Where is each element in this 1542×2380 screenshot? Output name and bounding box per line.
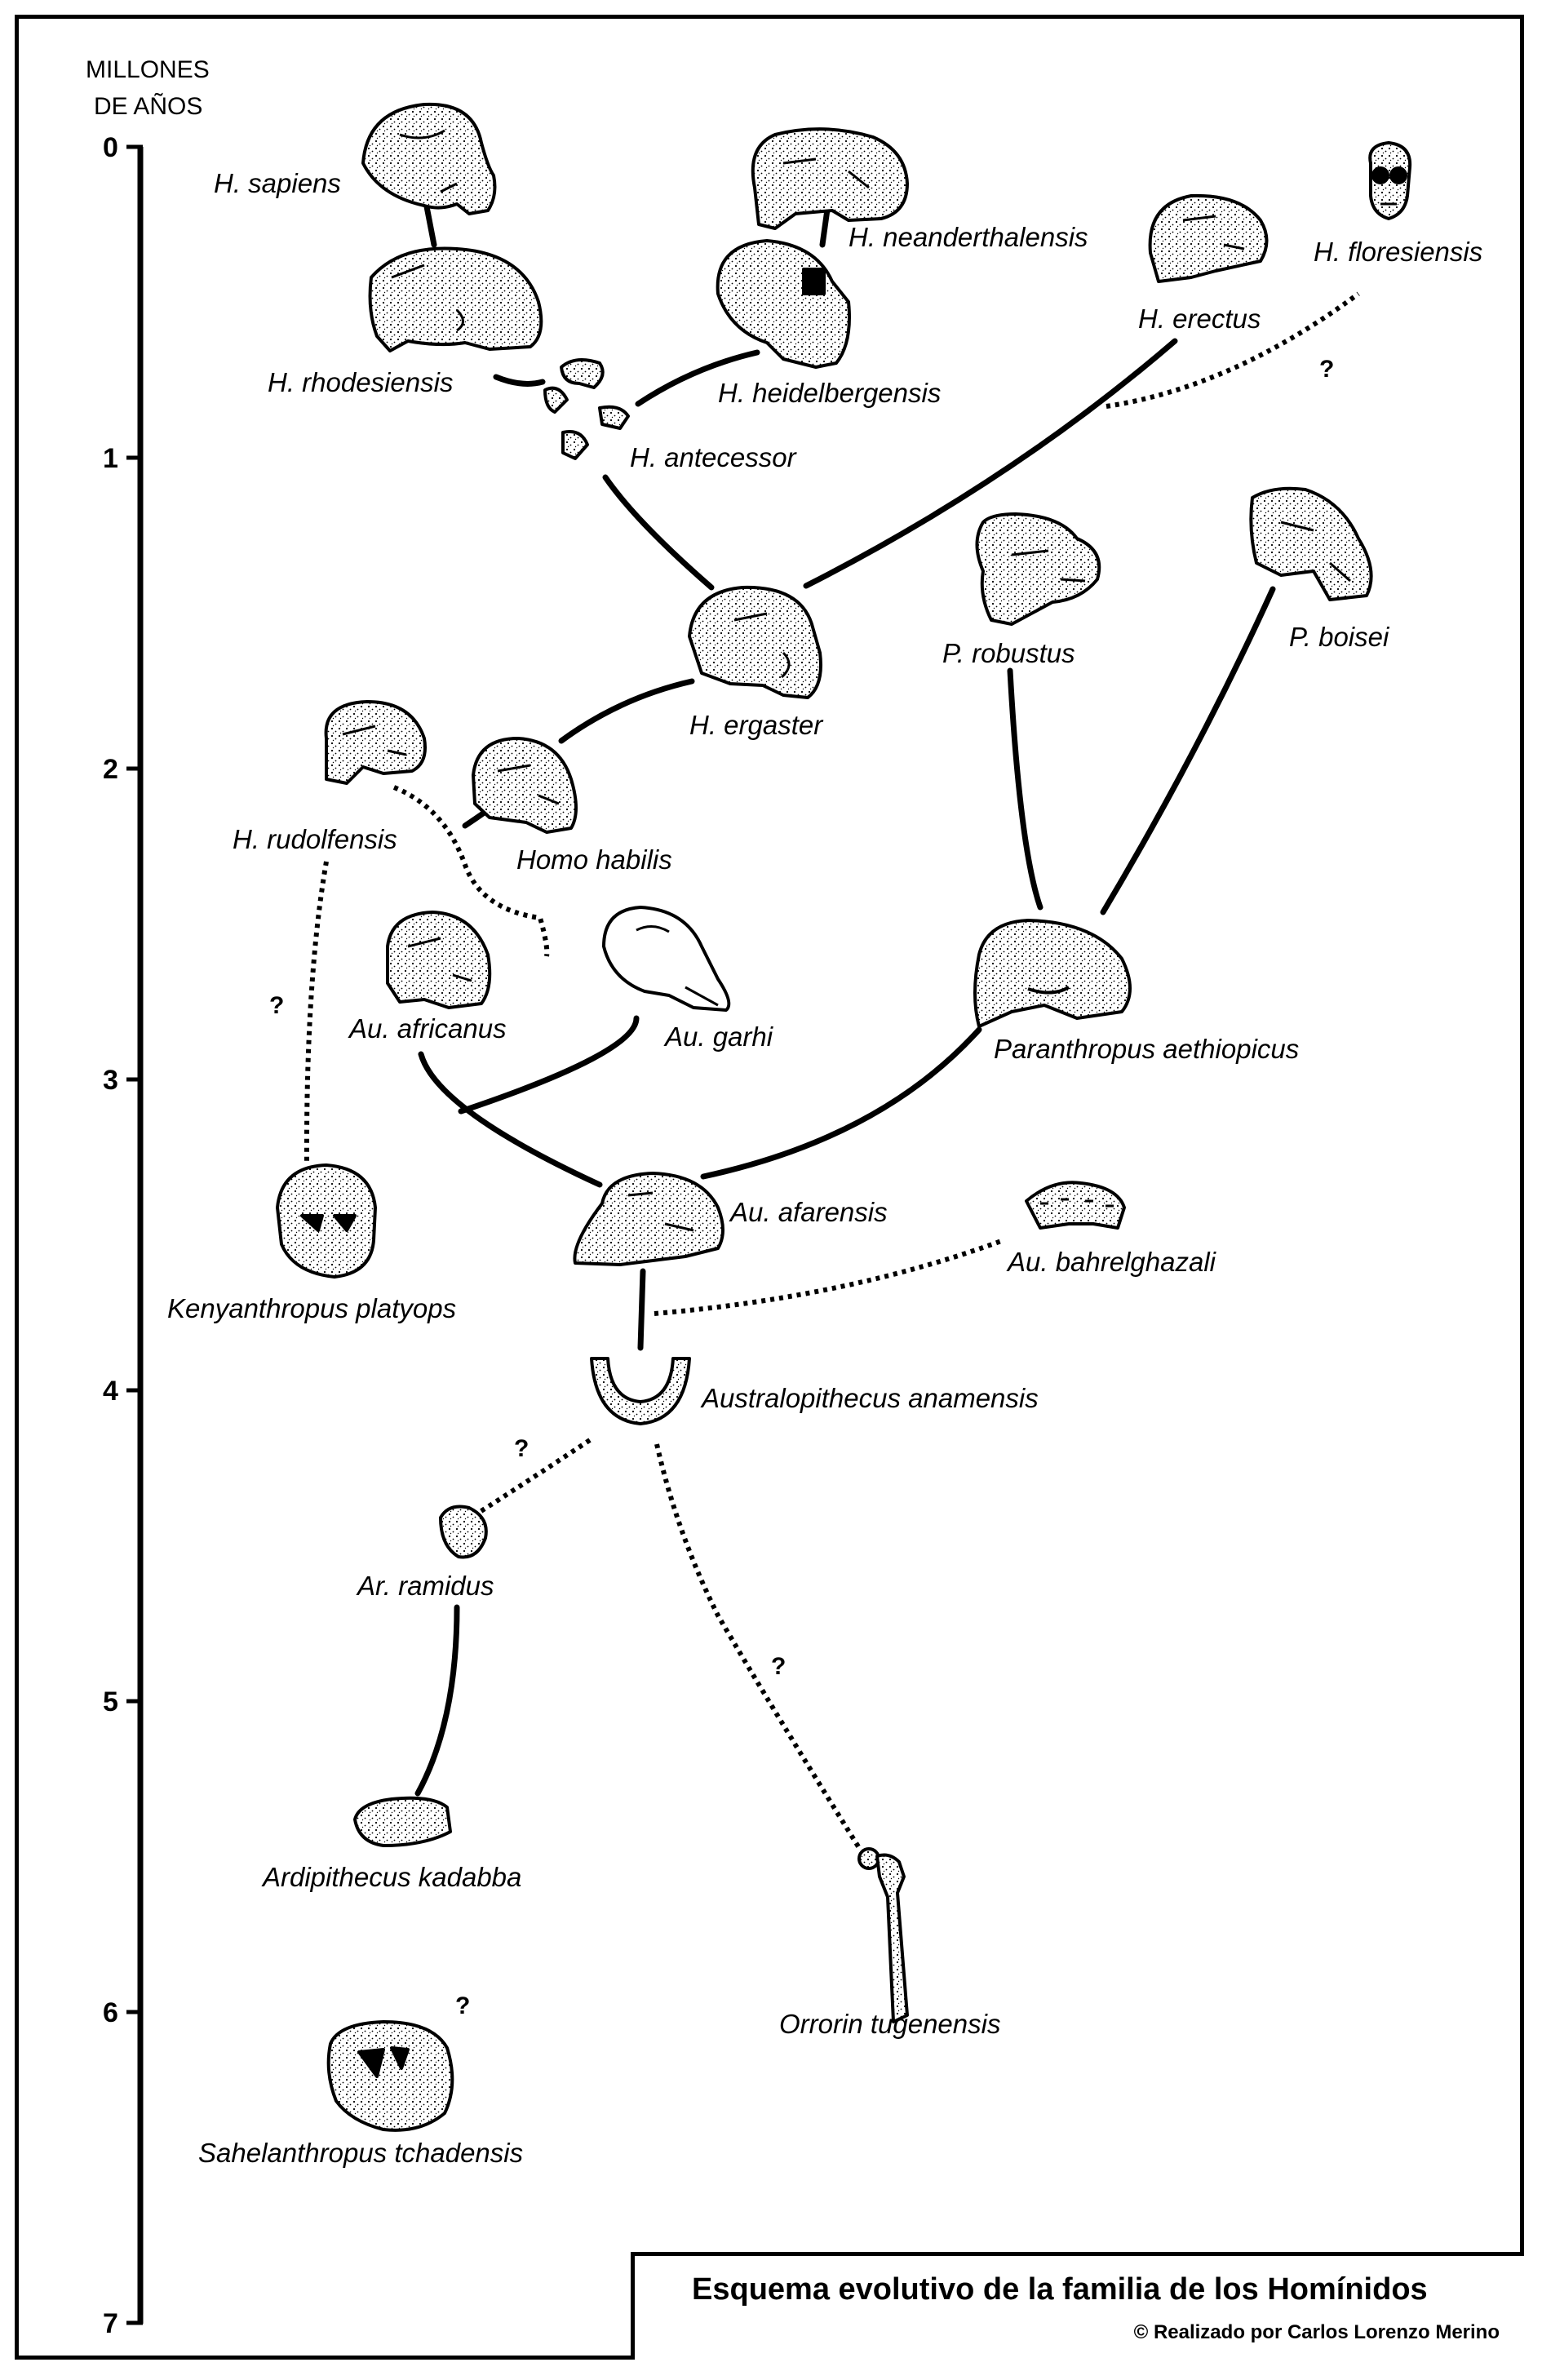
label-au-africanus: Au. africanus — [348, 1013, 507, 1044]
au-afarensis-skull-icon — [573, 1172, 724, 1266]
connector-rudolfensis-base — [392, 785, 550, 957]
tick-label-6: 6 — [103, 1997, 118, 2028]
label-au-bahrelghazali: Au. bahrelghazali — [1006, 1247, 1217, 1277]
taxon-labels: H. sapiens H. neanderthalensis H. flores… — [167, 168, 1482, 2168]
time-axis: MILLONES DE AÑOS 0 1 2 3 4 5 6 — [86, 56, 210, 2339]
label-p-robustus: P. robustus — [942, 638, 1075, 668]
question-mark: ? — [771, 1653, 786, 1680]
axis-ticks — [126, 144, 143, 2325]
connector-habilis-ergaster — [558, 678, 695, 744]
question-mark: ? — [514, 1435, 529, 1462]
h-antecessor-fossil-icon — [543, 358, 630, 460]
h-erectus-skull-icon — [1148, 193, 1269, 283]
connector-ergaster-erectus — [803, 338, 1178, 589]
dotted-connectors — [304, 291, 1360, 1852]
connector-robustus-aethiopicus — [1007, 667, 1044, 911]
label-ardipithecus-kadabba: Ardipithecus kadabba — [261, 1862, 521, 1892]
connector-anamensis-orrorin — [654, 1443, 863, 1852]
connector-rhodesiensis-antecessor — [493, 374, 546, 387]
h-floresiensis-skull-icon — [1368, 141, 1412, 220]
sahelanthropus-skull-icon — [326, 2020, 454, 2132]
connector-aethiopicus-afarensis — [700, 1026, 982, 1180]
h-ergaster-skull-icon — [688, 585, 822, 699]
label-kenyanthropus-platyops: Kenyanthropus platyops — [167, 1293, 456, 1323]
uncertainty-marks: ? ? ? ? ? — [269, 356, 1334, 2019]
label-h-erectus: H. erectus — [1138, 304, 1261, 334]
label-au-afarensis: Au. afarensis — [729, 1197, 888, 1227]
connector-anamensis-ramidus — [476, 1438, 592, 1516]
tick-label-0: 0 — [103, 132, 118, 163]
label-au-garhi: Au. garhi — [663, 1022, 774, 1052]
label-h-rudolfensis: H. rudolfensis — [233, 824, 397, 854]
label-h-ergaster: H. ergaster — [689, 710, 824, 740]
solid-connectors — [414, 183, 1276, 1797]
axis-title-line1: MILLONES — [86, 56, 210, 83]
h-neanderthalensis-skull-icon — [751, 127, 909, 230]
ardipithecus-kadabba-fossil-icon — [353, 1796, 452, 1847]
h-rudolfensis-skull-icon — [324, 700, 427, 785]
axis-title-line2: DE AÑOS — [94, 92, 202, 120]
label-h-neanderthalensis: H. neanderthalensis — [849, 222, 1088, 252]
label-h-antecessor: H. antecessor — [630, 442, 798, 472]
diagram-title: Esquema evolutivo de la familia de los H… — [692, 2272, 1428, 2307]
au-anamensis-mandible-icon — [590, 1357, 691, 1425]
tick-label-4: 4 — [103, 1376, 118, 1407]
connector-africanus-afarensis — [418, 1051, 603, 1188]
label-sahelanthropus-tchadensis: Sahelanthropus tchadensis — [198, 2138, 523, 2168]
connector-ramidus-kadabba — [414, 1604, 460, 1797]
p-boisei-skull-icon — [1249, 486, 1373, 601]
h-rhodesiensis-skull-icon — [368, 246, 543, 352]
label-h-rhodesiensis: H. rhodesiensis — [268, 367, 453, 397]
h-sapiens-skull-icon — [361, 102, 497, 215]
paranthropus-aethiopicus-skull-icon — [973, 919, 1132, 1028]
axis-tick-labels: 0 1 2 3 4 5 6 7 — [103, 132, 118, 2339]
legend-box: Esquema evolutivo de la familia de los H… — [631, 2252, 1524, 2360]
diagram-frame — [15, 15, 1524, 2360]
kenyanthropus-skull-icon — [276, 1163, 377, 1279]
connector-antecessor-heidelbergensis — [635, 349, 760, 407]
tick-label-5: 5 — [103, 1686, 118, 1717]
h-heidelbergensis-skull-icon — [716, 239, 851, 369]
label-ar-ramidus: Ar. ramidus — [356, 1571, 494, 1601]
tick-label-2: 2 — [103, 754, 118, 785]
homo-habilis-skull-icon — [472, 737, 578, 834]
fossil-drawings — [276, 102, 1412, 2132]
label-h-floresiensis: H. floresiensis — [1314, 237, 1482, 267]
tick-label-7: 7 — [103, 2308, 118, 2339]
connector-rudolfensis-kenyanthropus — [304, 861, 329, 1163]
au-africanus-skull-icon — [386, 911, 492, 1009]
tick-label-3: 3 — [103, 1065, 118, 1096]
connector-sapiens-rhodesiensis — [423, 199, 437, 248]
connector-boisei-aethiopicus — [1100, 586, 1276, 915]
question-mark: ? — [455, 1992, 470, 2019]
connector-antecessor-ergaster — [602, 474, 715, 591]
tick-label-1: 1 — [103, 443, 118, 474]
au-bahrelghazali-jaw-icon — [1025, 1181, 1126, 1230]
orrorin-femur-icon — [857, 1847, 909, 2023]
connector-garhi-afarensis — [458, 1015, 640, 1115]
p-robustus-skull-icon — [975, 512, 1101, 626]
label-australopithecus-anamensis: Australopithecus anamensis — [700, 1383, 1039, 1413]
au-garhi-skull-icon — [602, 906, 731, 1012]
ar-ramidus-fossil-icon — [439, 1505, 488, 1559]
label-homo-habilis: Homo habilis — [516, 844, 672, 875]
connector-afarensis-anamensis — [637, 1268, 646, 1351]
label-h-sapiens: H. sapiens — [214, 168, 341, 198]
question-mark: ? — [1319, 356, 1334, 383]
label-paranthropus-aethiopicus: Paranthropus aethiopicus — [994, 1034, 1299, 1064]
label-h-heidelbergensis: H. heidelbergensis — [718, 378, 941, 408]
credit-line: © Realizado por Carlos Lorenzo Merino — [1133, 2321, 1500, 2343]
question-mark: ? — [269, 992, 284, 1019]
label-p-boisei: P. boisei — [1289, 622, 1390, 652]
label-orrorin-tugenensis: Orrorin tugenensis — [779, 2009, 1000, 2039]
